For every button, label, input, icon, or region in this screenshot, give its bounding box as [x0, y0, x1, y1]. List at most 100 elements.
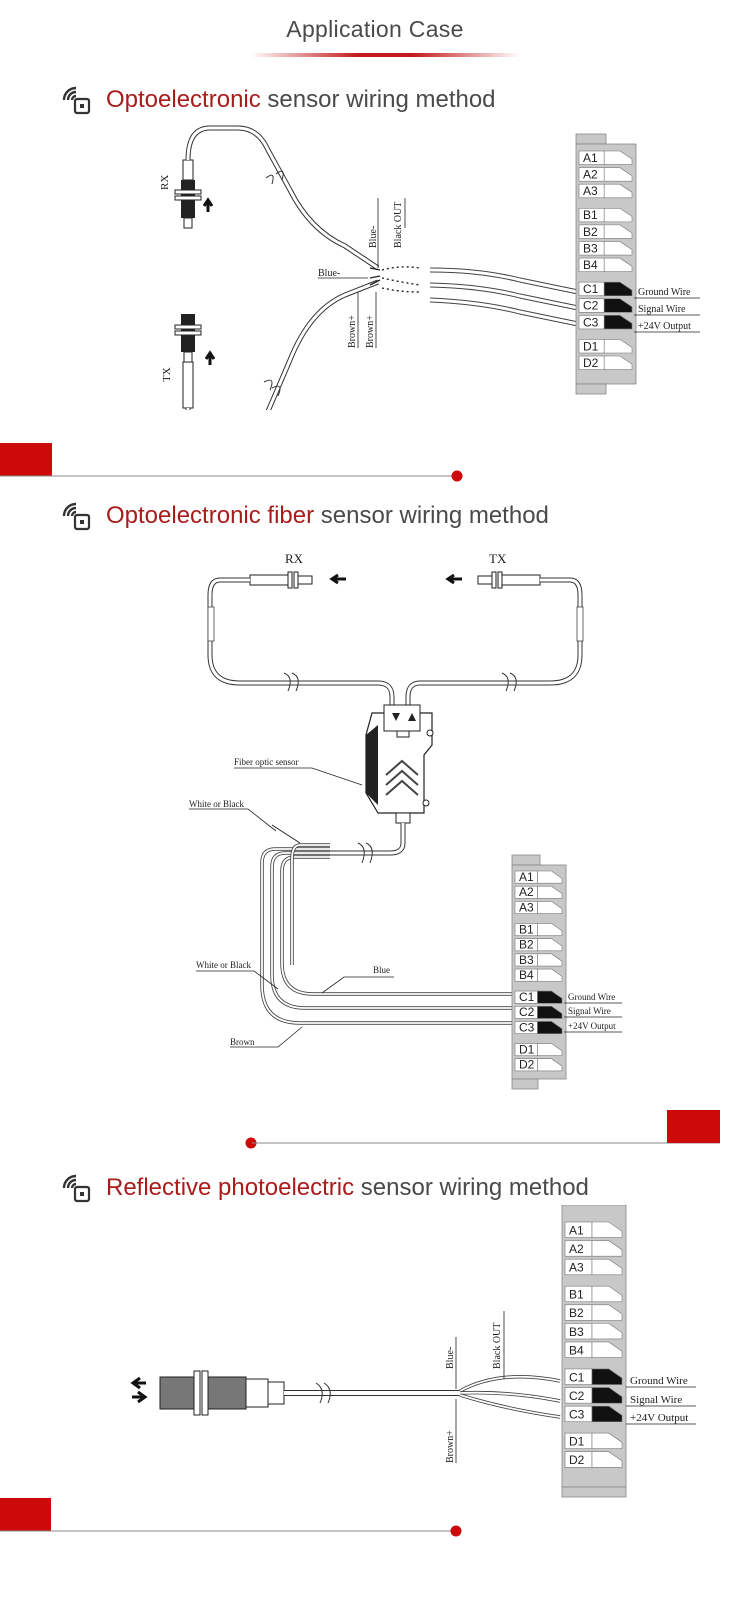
terminal-slot: D2	[514, 1058, 563, 1072]
terminal-label: B2	[519, 938, 534, 952]
terminal-label: D1	[519, 1042, 535, 1056]
section3-heading: Reflective photoelectric sensor wiring m…	[60, 1168, 589, 1208]
section-divider	[0, 1498, 462, 1537]
s3-24v-label: +24V Output	[630, 1412, 688, 1424]
terminal-slot: A2	[514, 885, 563, 899]
terminal-label: B4	[569, 1343, 584, 1357]
brown-label: Brown	[230, 1037, 255, 1047]
sensor-wifi-icon	[62, 1174, 91, 1203]
s1-signal-wire-label: Signal Wire	[638, 304, 686, 315]
terminal-label: B2	[583, 225, 598, 239]
terminal-label: B3	[583, 241, 598, 255]
terminal-slot: A2	[578, 167, 633, 182]
terminal-slot: B1	[514, 922, 563, 936]
terminal-label: C1	[569, 1370, 585, 1384]
s2-tx-label: TX	[489, 551, 507, 566]
fiber-optic-amplifier	[365, 704, 434, 824]
s3-blue-label: Blue-	[445, 1347, 456, 1369]
s2-24v-label: +24V Output	[568, 1021, 616, 1031]
terminal-slot: D1	[564, 1432, 623, 1450]
terminal-slot: B2	[578, 224, 633, 239]
terminal-slot: B4	[578, 257, 633, 272]
section1-diagram: RX TX Blue- Black OUT Blue- Brown+ Brown…	[159, 125, 700, 410]
terminal-label: D2	[583, 356, 599, 370]
reflective-sensor	[159, 1370, 285, 1416]
terminal-label: A2	[583, 168, 598, 182]
terminal-label: C2	[519, 1005, 535, 1019]
terminal-label: A3	[519, 900, 534, 914]
s3-brown-label: Brown+	[445, 1430, 456, 1463]
terminal-slot: A1	[514, 870, 563, 884]
terminal-slot: C1	[514, 990, 563, 1004]
terminal-label: A3	[569, 1261, 584, 1275]
terminal-label: C2	[569, 1389, 585, 1403]
terminal-slot: A3	[514, 900, 563, 914]
terminal-slot: C3	[564, 1405, 623, 1423]
s1-24v-label: +24V Output	[638, 321, 691, 332]
s1-brown-2-label: Brown+	[365, 315, 376, 348]
terminal-slot: B3	[578, 241, 633, 255]
terminal-label: B1	[519, 922, 534, 936]
terminal-slot: A3	[578, 183, 633, 198]
arrow-icon	[132, 1390, 148, 1404]
terminal-label: A3	[583, 184, 598, 198]
terminal-slot: D2	[564, 1451, 623, 1468]
arrow-icon	[329, 573, 346, 585]
section2-diagram: RX TX Fiber optic sensor	[189, 551, 622, 1090]
terminal-slot: B1	[564, 1285, 623, 1303]
terminal-label: B3	[519, 953, 534, 967]
terminal-label: D1	[569, 1435, 585, 1449]
section3-diagram: Blue- Black OUT Brown+ A1A2A3B1B2B3B4C1C…	[130, 1205, 696, 1498]
s1-blue-top-label: Blue-	[368, 226, 379, 248]
s3-ground-wire-label: Ground Wire	[630, 1375, 688, 1387]
terminal-label: C1	[519, 990, 535, 1004]
terminal-label: A2	[569, 1242, 584, 1256]
terminal-slot: A2	[564, 1240, 623, 1257]
fiber-optic-sensor-label: Fiber optic sensor	[234, 757, 299, 767]
terminal-label: D2	[569, 1453, 585, 1467]
page-title: Application Case	[286, 16, 464, 42]
tx-label: TX	[161, 367, 173, 382]
terminal-slot: B2	[564, 1304, 623, 1321]
terminal-slot: C1	[564, 1368, 623, 1385]
white-or-black-label-2: White or Black	[196, 960, 251, 970]
white-or-black-label-1: White or Black	[189, 799, 244, 809]
terminal-label: B3	[569, 1325, 584, 1339]
tx-fiber-head	[477, 571, 541, 589]
terminal-slot: C3	[578, 315, 633, 329]
s1-ground-wire-label: Ground Wire	[638, 287, 691, 298]
terminal-label: D1	[583, 339, 599, 353]
s1-blue-left-label: Blue-	[318, 268, 340, 279]
terminal-slot: C2	[564, 1387, 623, 1404]
section-divider	[0, 443, 463, 482]
terminal-label: A2	[519, 885, 534, 899]
terminal-slot: B3	[514, 953, 563, 967]
terminal-label: D2	[519, 1058, 535, 1072]
section1-heading-accent: Optoelectronic	[106, 86, 261, 113]
terminal-label: B1	[583, 208, 598, 222]
s1-brown-1-label: Brown+	[347, 315, 358, 348]
rx-fiber-head	[249, 571, 313, 589]
terminal-slot: A3	[564, 1258, 623, 1276]
s2-signal-wire-label: Signal Wire	[568, 1006, 611, 1016]
terminal-label: A1	[519, 870, 534, 884]
terminal-label: B4	[519, 968, 534, 982]
terminal-slot: C2	[514, 1005, 563, 1019]
terminal-label: C3	[583, 315, 599, 329]
terminal-slot: D1	[578, 339, 633, 353]
arrow-icon	[130, 1376, 146, 1390]
s2-ground-wire-label: Ground Wire	[568, 992, 615, 1002]
terminal-slot: C1	[578, 281, 633, 296]
rx-label: RX	[159, 175, 171, 190]
terminal-slot: A1	[564, 1221, 623, 1238]
terminal-slot: B3	[564, 1323, 623, 1340]
terminal-label: C3	[519, 1020, 535, 1034]
terminal-slot: C3	[514, 1020, 563, 1034]
s2-rx-label: RX	[285, 551, 304, 566]
section2-heading-accent: Optoelectronic fiber	[106, 502, 315, 529]
s1-black-out-label: Black OUT	[393, 202, 404, 248]
red-block	[0, 1498, 51, 1531]
